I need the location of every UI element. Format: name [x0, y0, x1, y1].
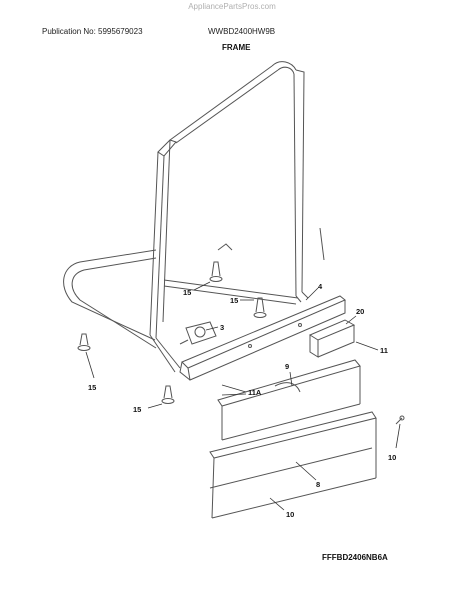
- leg-rear-right: [253, 297, 267, 318]
- callout-10-b: 10: [388, 453, 396, 462]
- frame-top-tube: [169, 61, 297, 144]
- section-title: FRAME: [222, 43, 251, 52]
- callout-11: 11: [380, 346, 388, 355]
- leg-front-left: [161, 385, 175, 404]
- watermark: AppliancePartsPros.com: [188, 2, 276, 11]
- screw-part: [395, 415, 405, 425]
- callout-11a: 11A: [248, 388, 262, 397]
- bracket-part: [308, 319, 356, 358]
- rail-part: [179, 295, 346, 381]
- callout-10-a: 10: [286, 510, 294, 519]
- frame-left-upright: [149, 139, 177, 339]
- frame-right-upright: [293, 69, 309, 303]
- callout-8: 8: [316, 480, 320, 489]
- model-number: WWBD2400HW9B: [208, 27, 276, 36]
- callout-15-d: 15: [133, 405, 141, 414]
- frame-base-loop: [63, 249, 157, 349]
- publication-number: Publication No: 5995679023: [42, 27, 143, 36]
- leg-left: [77, 333, 91, 351]
- callout-15-a: 15: [183, 288, 191, 297]
- leg-rear-left: [209, 261, 223, 282]
- diagram-code: FFFBD2406NB6A: [322, 553, 388, 562]
- callout-15-b: 15: [230, 296, 238, 305]
- callout-15-c: 15: [88, 383, 96, 392]
- frame-cross-members: [149, 227, 325, 373]
- callout-9: 9: [285, 362, 289, 371]
- callout-4: 4: [318, 282, 323, 291]
- toekick-part: [209, 411, 377, 519]
- valve-part: [179, 321, 217, 345]
- callout-3: 3: [220, 323, 224, 332]
- panel-part: [217, 359, 361, 441]
- callout-20: 20: [356, 307, 364, 316]
